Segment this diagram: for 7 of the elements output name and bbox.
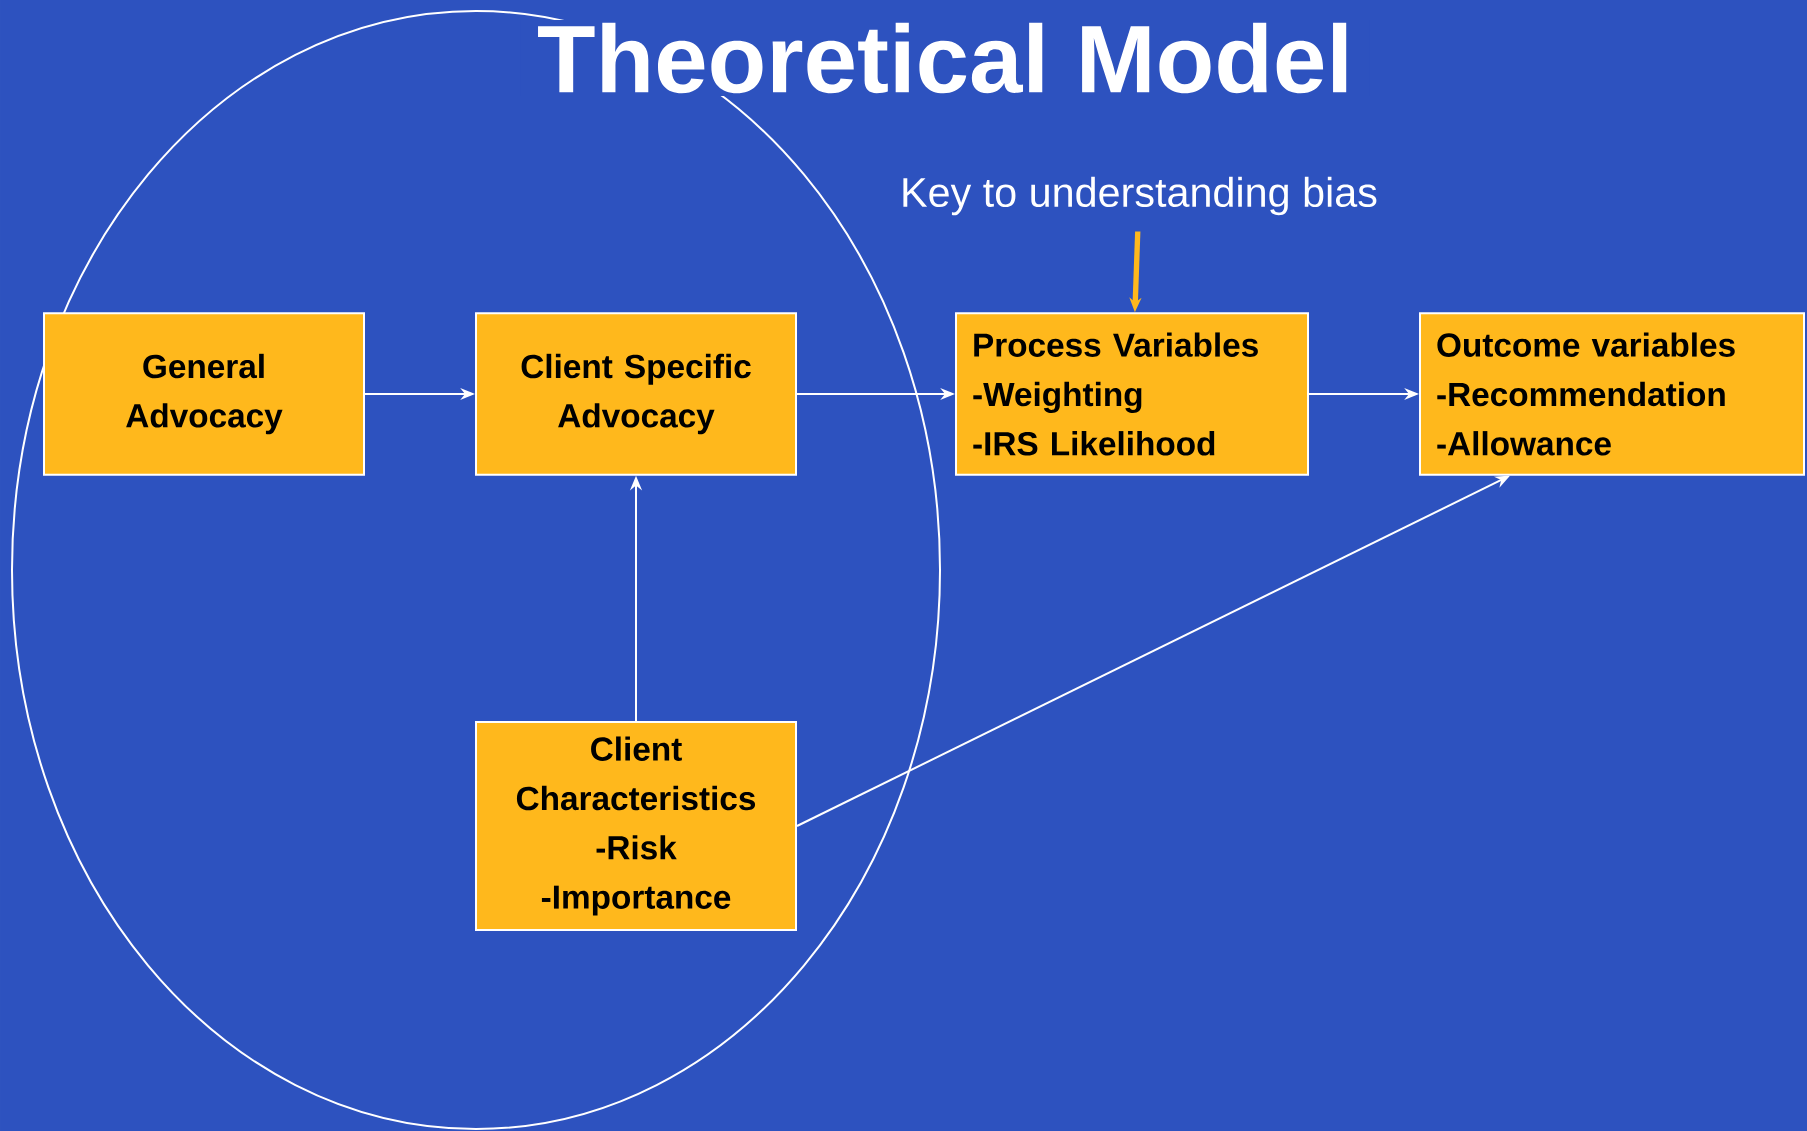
title: Theoretical Model bbox=[520, 20, 1370, 96]
annotation-text: Key to understanding bias bbox=[903, 176, 1377, 216]
process-box: General Advocacy bbox=[43, 312, 365, 476]
process-box: Client Characteristics -Risk -Importance bbox=[475, 721, 797, 931]
process-box: Client Specific Advocacy bbox=[475, 312, 797, 476]
process-box: Process Variables -Weighting -IRS Likelihood bbox=[955, 312, 1309, 476]
process-box: Outcome variables -Recommendation -Allowance bbox=[1419, 312, 1805, 476]
